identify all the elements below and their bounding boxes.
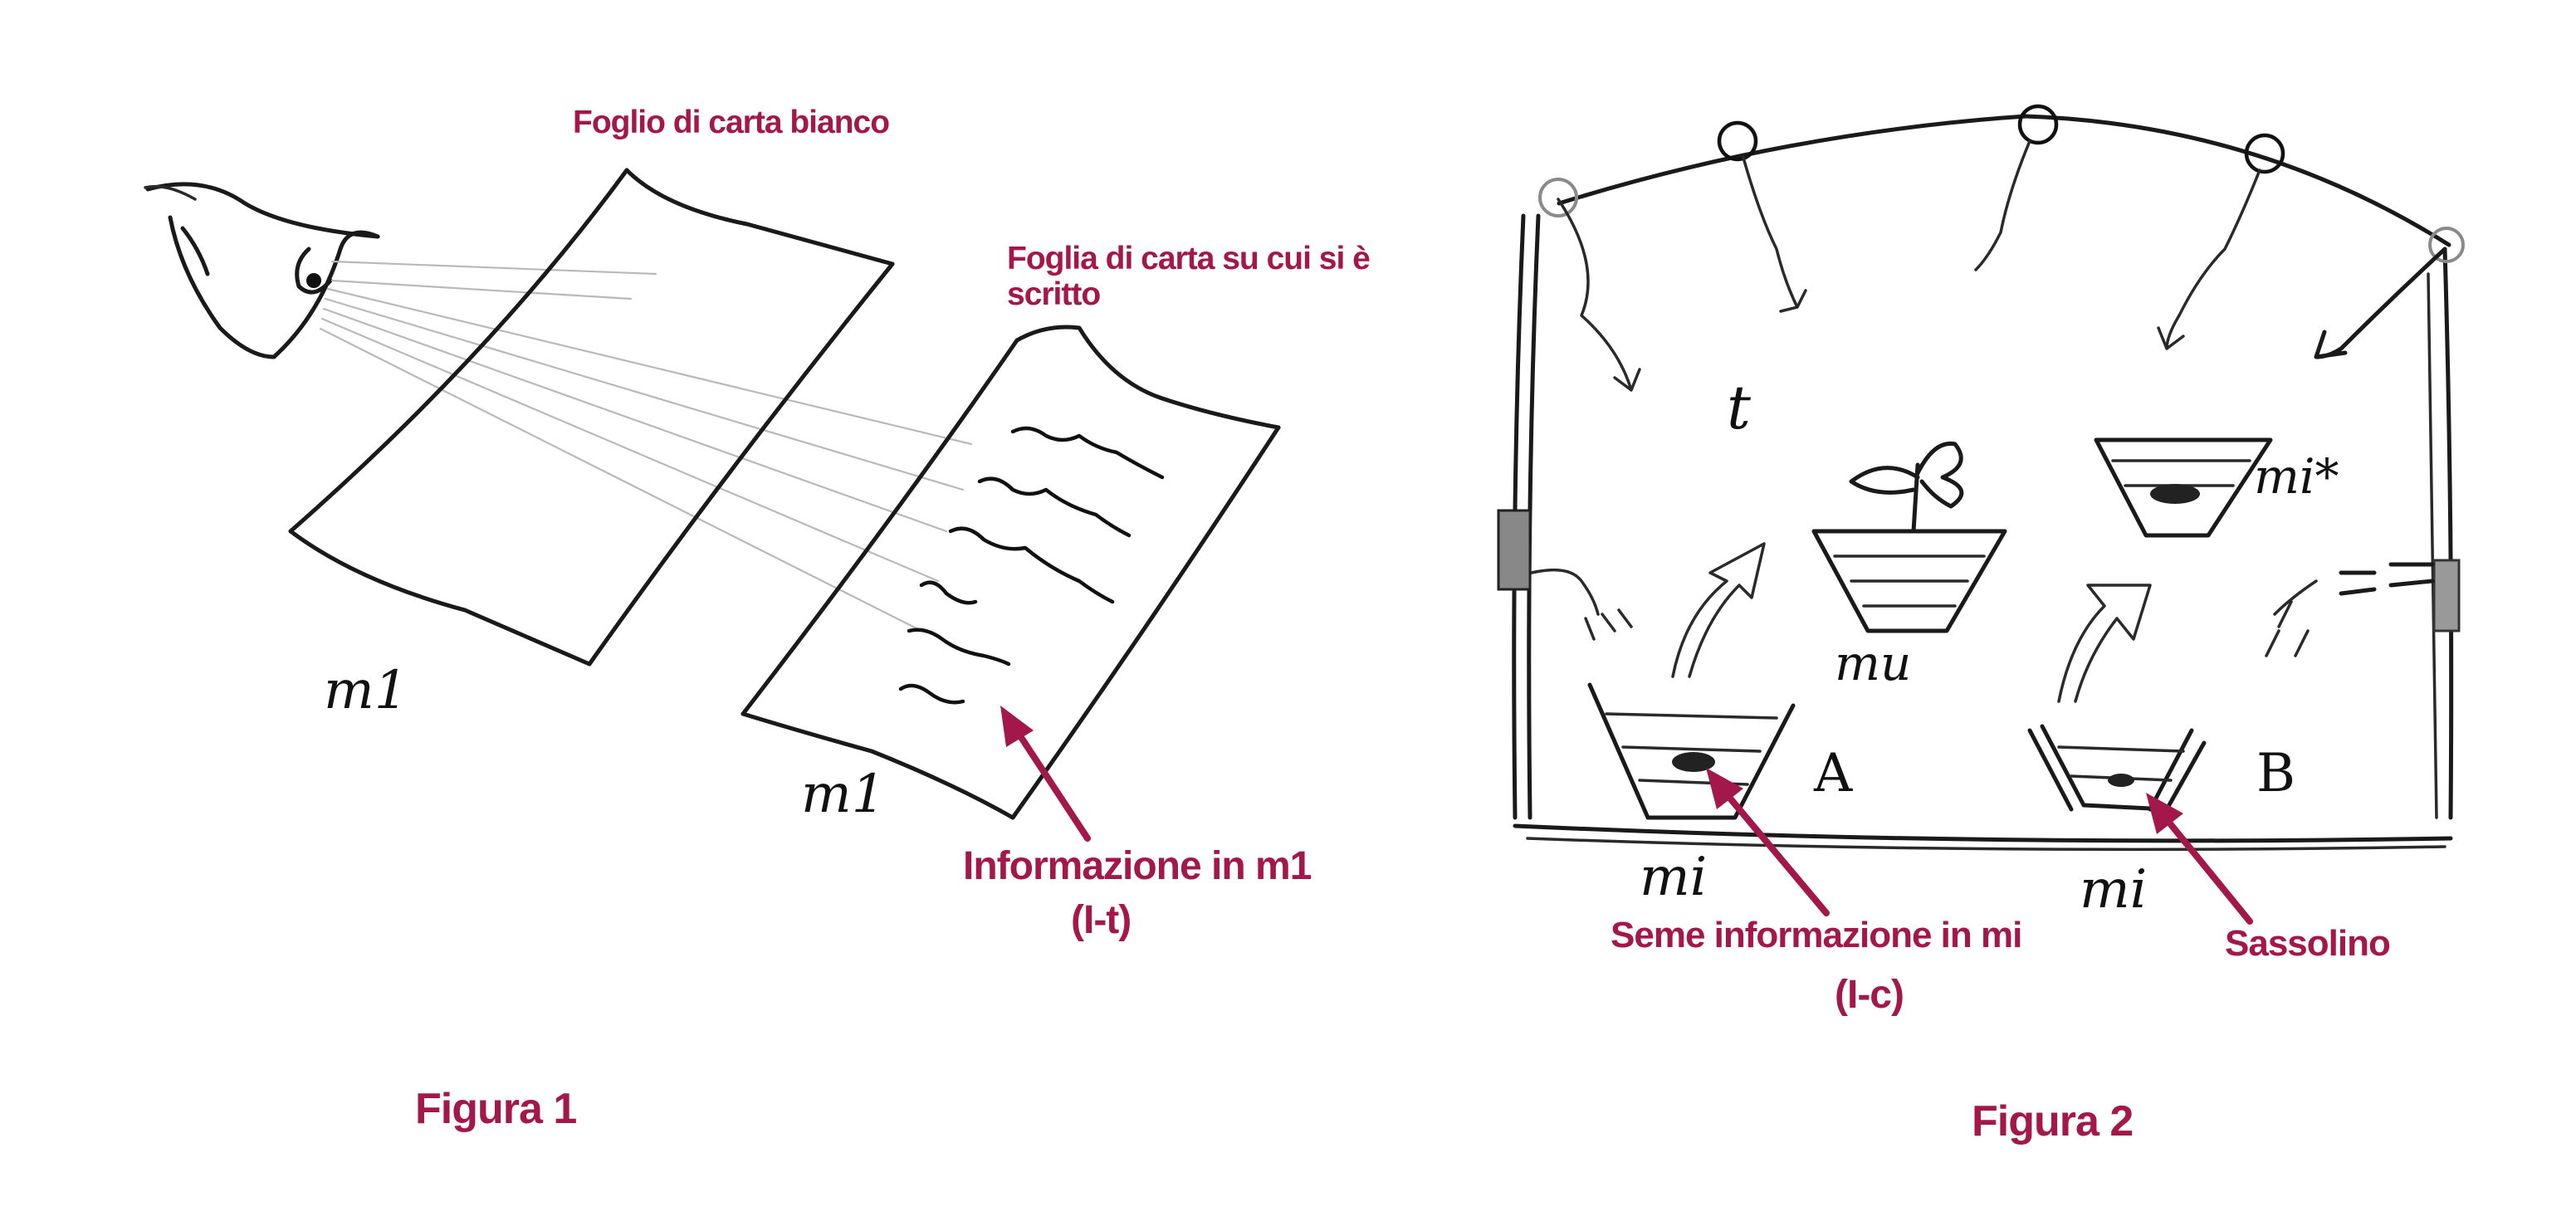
greenhouse-frame — [1497, 114, 2461, 852]
seed-label-line2: (I-c) — [1835, 973, 1904, 1017]
left-inlet — [1497, 509, 1532, 591]
info-arrow — [1000, 706, 1091, 842]
figure-1-caption: Figura 1 — [415, 1085, 577, 1133]
info-label-line2: (I-t) — [1071, 898, 1132, 942]
time-handwriting: t — [1727, 373, 1751, 442]
figure-2-caption: Figura 2 — [1972, 1097, 2134, 1145]
written-sheet — [741, 325, 1281, 820]
growth-arrows — [1671, 542, 2152, 703]
mi-a-handwriting: mi — [1640, 847, 1708, 908]
pot-B — [2027, 724, 2207, 812]
plant-pot-mu — [1811, 441, 2007, 633]
pot-A — [1587, 682, 1796, 820]
eye-drawing — [144, 182, 380, 359]
light-rays — [319, 260, 973, 633]
light-source-5 — [2428, 227, 2465, 263]
pebble-arrow — [2146, 793, 2253, 925]
light-source-1 — [1538, 178, 1578, 217]
written-sheet-handwriting: m1 — [801, 764, 886, 825]
pebble-label: Sassolino — [2225, 923, 2391, 964]
seed-arrow — [1706, 768, 1830, 916]
blank-sheet-handwriting: m1 — [324, 660, 408, 721]
written-sheet-label-line2: scritto — [1007, 276, 1101, 312]
light-source-2 — [1717, 120, 1758, 162]
mi-b-handwriting: mi — [2080, 859, 2148, 921]
pot-b-letter: B — [2256, 743, 2296, 804]
blank-sheet-label: Foglio di carta bianco — [573, 105, 890, 140]
light-beams — [1557, 139, 2447, 392]
pot-a-letter: A — [1814, 743, 1853, 804]
light-source-3 — [2017, 104, 2059, 145]
pot-mi-star — [2094, 437, 2273, 538]
right-inlet — [2432, 559, 2461, 633]
light-source-4 — [2244, 133, 2285, 174]
light-sources — [1538, 104, 2465, 263]
mu-handwriting: mu — [1835, 635, 1912, 691]
seed-label-line1: Seme informazione in mi — [1611, 915, 2022, 955]
inlet-streams — [1530, 562, 2435, 657]
written-sheet-label-line1: Foglia di carta su cui si è — [1007, 241, 1371, 276]
blank-sheet — [288, 168, 895, 667]
info-label-line1: Informazione in m1 — [963, 844, 1312, 888]
mi-star-handwriting: mi* — [2254, 448, 2339, 505]
